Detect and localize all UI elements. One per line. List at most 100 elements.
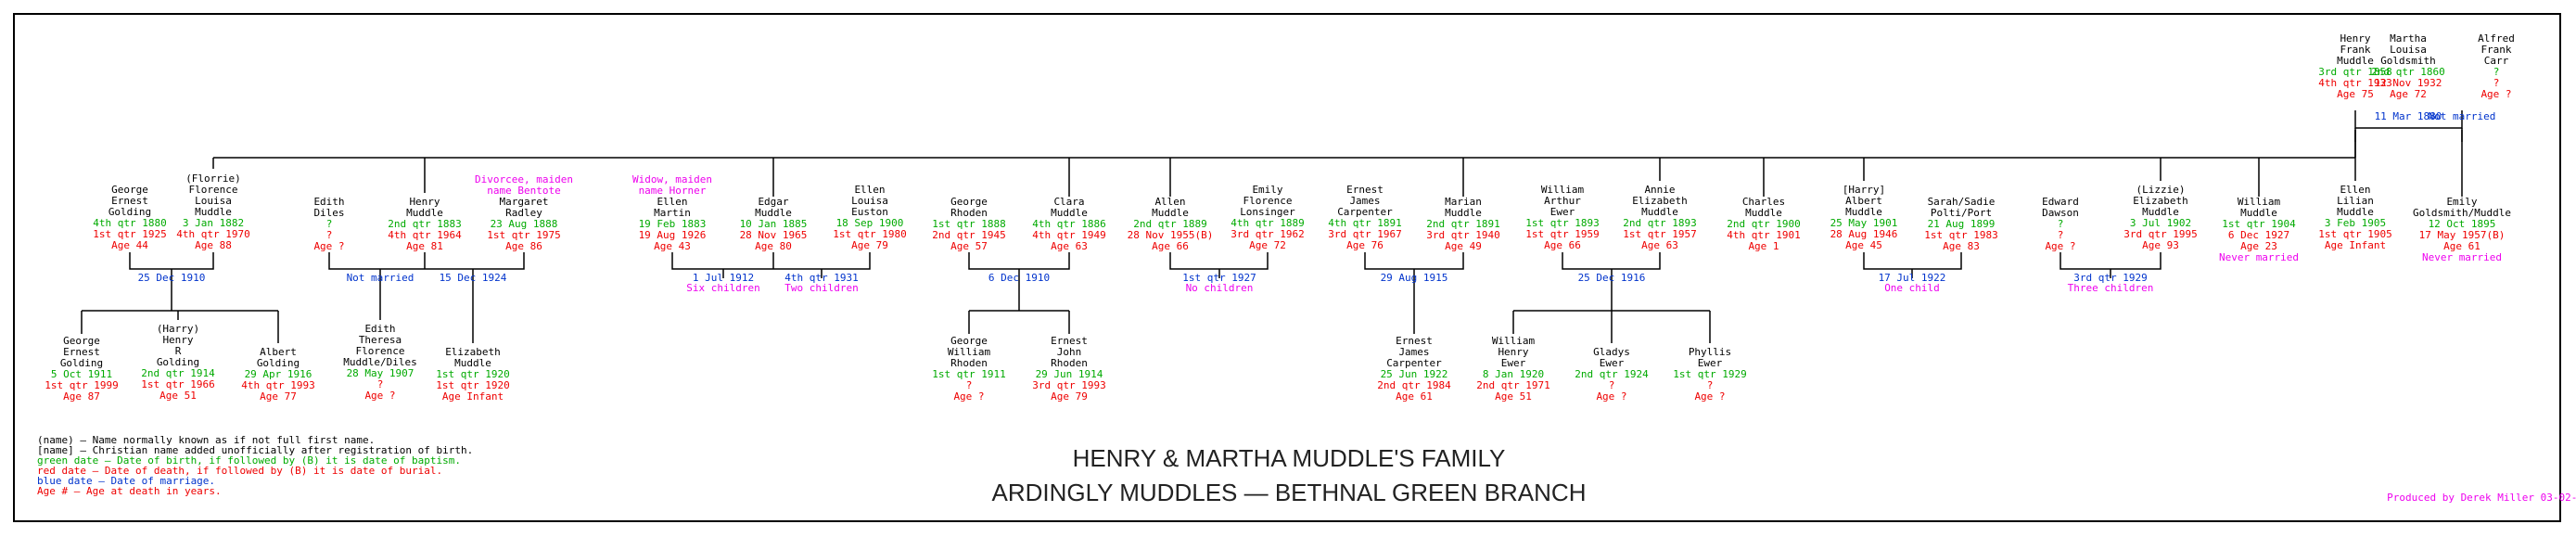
person-age: Age 1 bbox=[1748, 240, 1779, 252]
person-name: Marian bbox=[1445, 196, 1482, 208]
person-name: Henry bbox=[409, 196, 440, 208]
person-birth-date: 2nd qtr 1860 bbox=[2371, 66, 2444, 78]
person-name: Henry bbox=[1498, 346, 1528, 358]
person-name: William bbox=[1541, 184, 1585, 196]
person-age: Age 87 bbox=[63, 390, 100, 403]
person-name: Carpenter bbox=[1386, 357, 1442, 369]
person-note: Divorcee, maiden bbox=[475, 173, 573, 185]
marriage-date-ernest-marian: 29 Aug 1915 bbox=[1381, 272, 1448, 284]
person-age: Age 63 bbox=[1051, 240, 1088, 252]
person-name: Euston bbox=[851, 206, 888, 218]
person-name: Ernest bbox=[1346, 184, 1384, 196]
person-name: Lilian bbox=[2337, 195, 2374, 207]
legend-line: blue date — Date of marriage. bbox=[37, 475, 215, 487]
person-name: Alfred bbox=[2478, 32, 2515, 45]
person-name: Radley bbox=[505, 207, 542, 219]
person-death-date: ? bbox=[2058, 229, 2064, 241]
person-death-date: 1st qtr 1966 bbox=[141, 378, 214, 390]
person-death-date: 3rd qtr 1967 bbox=[1328, 228, 1401, 240]
person-age: Age 63 bbox=[1641, 239, 1678, 251]
person-age: Age 45 bbox=[1845, 239, 1882, 251]
person-birth-date: 2nd qtr 1893 bbox=[1623, 217, 1696, 229]
marriage-date-george-florence: 25 Dec 1910 bbox=[138, 272, 206, 284]
person-name: Elizabeth bbox=[445, 346, 501, 358]
person-name: Polti/Port bbox=[1931, 207, 1992, 219]
connector-allen-emily bbox=[1169, 252, 1269, 270]
person-name: Edgar bbox=[758, 196, 788, 208]
person-age: Age 81 bbox=[406, 240, 443, 252]
person-name: George bbox=[950, 196, 988, 208]
person-name: Ewer bbox=[1698, 357, 1723, 369]
person-death-date: 2nd qtr 1984 bbox=[1377, 379, 1451, 391]
person-name: Carpenter bbox=[1337, 206, 1393, 218]
person-name: Phyllis bbox=[1689, 346, 1731, 358]
person-age: Age 75 bbox=[2337, 88, 2374, 100]
person-name: Edith bbox=[364, 323, 395, 335]
person-name: Emily bbox=[1252, 184, 1282, 196]
person-death-date: ? bbox=[1609, 379, 1615, 391]
marriage-date-albert-sarah: 17 Jul 1922 bbox=[1879, 272, 1946, 284]
person-name: Florence bbox=[1243, 195, 1293, 207]
person-death-date: ? bbox=[1707, 379, 1714, 391]
person-birth-date: 1st qtr 1888 bbox=[932, 218, 1005, 230]
person-name: Muddle bbox=[755, 207, 792, 219]
person-age: Age ? bbox=[364, 390, 395, 402]
person-age: Age 79 bbox=[851, 239, 888, 251]
person-name: Muddle bbox=[1745, 207, 1782, 219]
person-name: John bbox=[1057, 346, 1082, 358]
person-death-date: 4th qtr 1901 bbox=[1727, 229, 1800, 241]
person-death-date: 1st qtr 1959 bbox=[1525, 228, 1599, 240]
person-name: Muddle bbox=[2142, 206, 2179, 218]
marriage-date-martha-alfred: Not married bbox=[2429, 110, 2496, 122]
person-name: Louisa bbox=[195, 195, 232, 207]
person-death-date: 12 Nov 1932 bbox=[2375, 77, 2442, 89]
person-name: Theresa bbox=[359, 334, 402, 346]
connector-henry-martha-alfred bbox=[2354, 110, 2463, 129]
person-birth-date: 2nd qtr 1891 bbox=[1426, 218, 1499, 230]
connector-george-clara bbox=[968, 252, 1070, 270]
person-name: Edith bbox=[313, 196, 344, 208]
connector-william-annie bbox=[1562, 252, 1661, 270]
marriage-date-henry-margaret: 15 Dec 1924 bbox=[440, 272, 507, 284]
person-name: Carr bbox=[2484, 55, 2509, 67]
person-death-date: 1st qtr 1983 bbox=[1924, 229, 1997, 241]
person-birth-date: 2nd qtr 1914 bbox=[141, 367, 215, 379]
person-name: Emily bbox=[2446, 196, 2477, 208]
person-birth-date: 1st qtr 1911 bbox=[932, 368, 1005, 380]
person-name: Gladys bbox=[1593, 346, 1630, 358]
person-death-date: 1st qtr 1905 bbox=[2318, 228, 2391, 240]
person-name: Martin bbox=[654, 207, 691, 219]
person-birth-date: ? bbox=[326, 218, 333, 230]
person-name: Ellen bbox=[2340, 184, 2370, 196]
family-note-no-children: No children bbox=[1186, 282, 1254, 294]
person-birth-date: 1st qtr 1904 bbox=[2222, 218, 2296, 230]
person-name: (Lizzie) bbox=[2136, 184, 2186, 196]
person-name: Ellen bbox=[657, 196, 687, 208]
person-name: Florence bbox=[356, 345, 405, 357]
person-age: Age 80 bbox=[755, 240, 792, 252]
person-name: James bbox=[1398, 346, 1429, 358]
person-name: Golding bbox=[108, 206, 151, 218]
legend-line: Age # — Age at death in years. bbox=[37, 485, 222, 497]
person-birth-date: 2nd qtr 1900 bbox=[1727, 218, 1800, 230]
person-birth-date: 3rd qtr 1858 bbox=[2318, 66, 2391, 78]
person-age: Age Infant bbox=[442, 390, 504, 403]
person-name: Henry bbox=[162, 334, 193, 346]
person-name: Clara bbox=[1053, 196, 1084, 208]
person-birth-date: 25 May 1901 bbox=[1830, 217, 1898, 229]
person-death-date: ? bbox=[2493, 77, 2500, 89]
person-death-date: 1st qtr 1957 bbox=[1623, 228, 1696, 240]
